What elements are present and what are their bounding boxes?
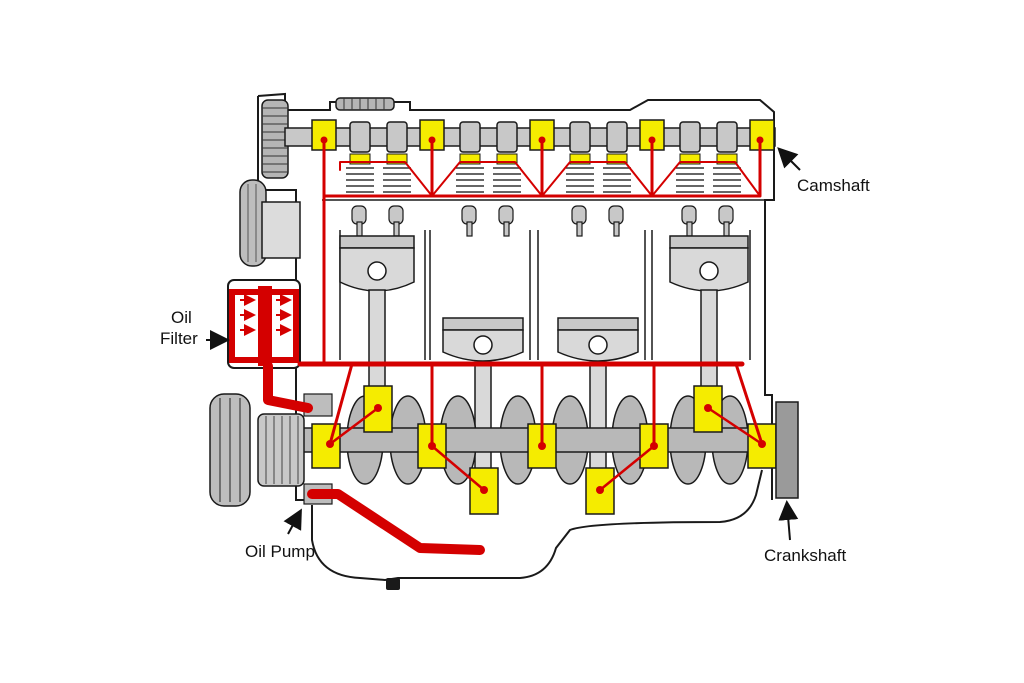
camshaft — [284, 119, 776, 153]
crankshaft-pointer — [778, 500, 799, 541]
oil-passages — [263, 138, 764, 555]
rod-bearings — [363, 385, 723, 515]
camshaft-pointer — [777, 147, 801, 171]
crankshaft-label: Crankshaft — [764, 546, 847, 565]
drain-plug — [386, 578, 400, 590]
oil-pump-pointer — [283, 508, 302, 535]
oil-filler-cap — [335, 97, 395, 111]
valve-train — [346, 153, 741, 237]
oil-pump-label: Oil Pump — [245, 542, 315, 561]
camshaft-label: Camshaft — [797, 176, 870, 195]
oil-filter-label-line2: Filter — [160, 329, 198, 348]
timing-gear — [261, 99, 289, 179]
crankshaft — [299, 385, 799, 515]
upper-pulley — [239, 179, 301, 267]
oil-flow-dots — [320, 136, 766, 494]
oil-filter — [227, 279, 301, 369]
callout-arrows — [206, 147, 801, 541]
oil-filter-label-line1: Oil — [171, 308, 192, 327]
valve-springs — [346, 167, 741, 193]
